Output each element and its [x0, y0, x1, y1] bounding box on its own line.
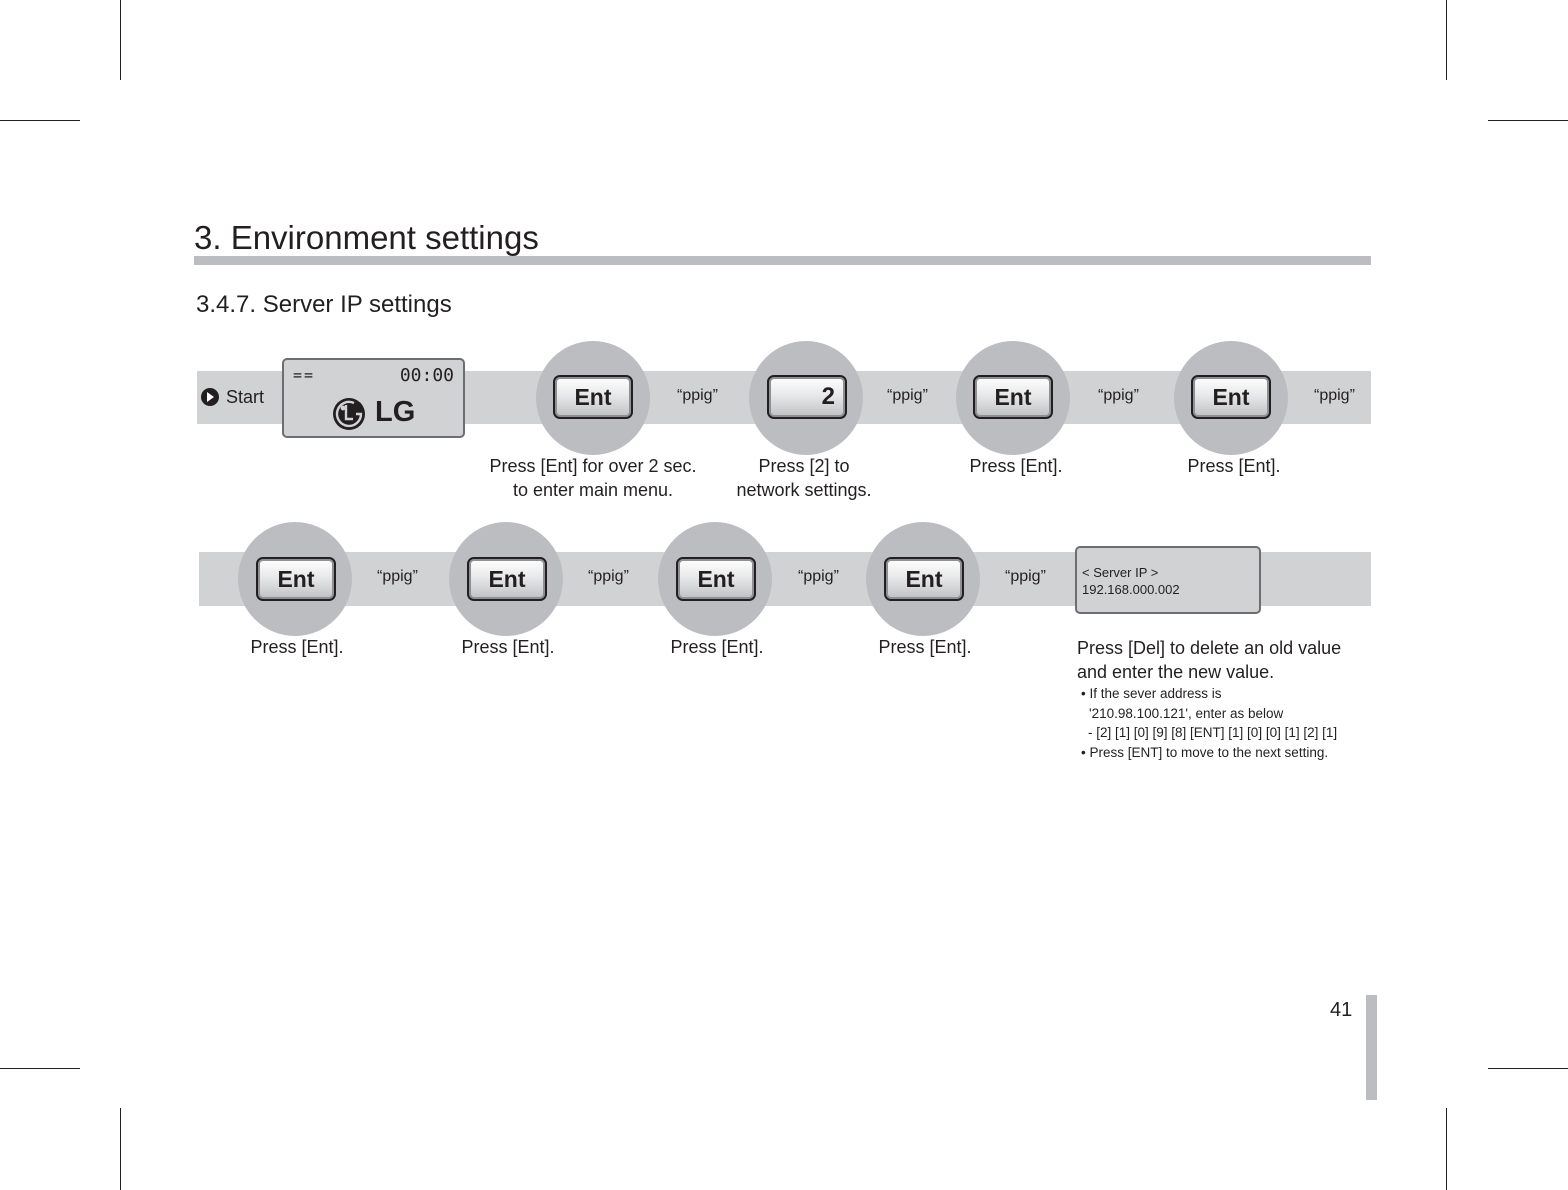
lcd-display-server-ip: < Server IP > 192.168.000.002	[1075, 546, 1261, 614]
arrow-circle-icon	[201, 388, 219, 406]
step-caption: Press [Ent].	[670, 637, 764, 657]
note-line: Press [Del] to delete an old value	[1077, 638, 1342, 658]
ent-key-button[interactable]: Ent	[553, 375, 633, 419]
crop-mark	[0, 1068, 80, 1069]
crop-mark	[1446, 0, 1447, 80]
lcd-time: 00:00	[399, 365, 454, 386]
lcd-line: < Server IP >	[1082, 565, 1159, 580]
beep-sound-label: “ppig”	[1005, 568, 1046, 585]
page-bar	[1366, 995, 1377, 1100]
ent-key-button[interactable]: Ent	[884, 557, 964, 601]
note-bullet: '210.98.100.121', enter as below	[1089, 705, 1284, 721]
instruction-note: Press [Del] to delete an old value and e…	[1077, 636, 1341, 762]
beep-sound-label: “ppig”	[887, 387, 928, 404]
section-title: 3. Environment settings	[194, 219, 539, 256]
beep-sound-label: “ppig”	[677, 387, 718, 404]
beep-sound-label: “ppig”	[1098, 387, 1139, 404]
lcd-display-start: == 00:00 LG	[282, 358, 465, 438]
note-bullet: • Press [ENT] to move to the next settin…	[1081, 744, 1329, 760]
step-caption: Press [Ent].	[250, 637, 344, 657]
subsection-title: 3.4.7. Server IP settings	[196, 291, 452, 318]
title-rule	[194, 256, 1371, 265]
step-caption: Press [Ent].	[969, 456, 1063, 476]
lcd-brand: LG	[375, 396, 416, 428]
ent-key-button[interactable]: Ent	[467, 557, 547, 601]
caption-line: to enter main menu.	[512, 480, 674, 500]
number-2-key-button[interactable]: 2	[767, 375, 847, 419]
crop-mark	[120, 1108, 121, 1190]
lg-logo-icon	[332, 397, 366, 431]
lcd-indicator: ==	[293, 366, 316, 384]
ent-key-button[interactable]: Ent	[1191, 375, 1271, 419]
caption-line: Press [2] to	[758, 456, 850, 476]
ent-key-button[interactable]: Ent	[973, 375, 1053, 419]
note-line: and enter the new value.	[1077, 662, 1275, 682]
beep-sound-label: “ppig”	[588, 568, 629, 585]
beep-sound-label: “ppig”	[798, 568, 839, 585]
step-caption: Press [2] to network settings.	[724, 454, 884, 502]
note-bullet: • If the sever address is	[1081, 686, 1222, 701]
note-bullet: - [2] [1] [0] [9] [8] [ENT] [1] [0] [0] …	[1088, 725, 1338, 740]
start-label: Start	[201, 385, 264, 409]
step-caption: Press [Ent].	[461, 637, 555, 657]
crop-mark	[1488, 1068, 1568, 1069]
step-caption: Press [Ent].	[1187, 456, 1281, 476]
start-text: Start	[226, 387, 265, 407]
crop-mark	[0, 120, 80, 121]
ent-key-button[interactable]: Ent	[256, 557, 336, 601]
crop-mark	[1446, 1108, 1447, 1190]
crop-mark	[1488, 120, 1568, 121]
crop-mark	[120, 0, 121, 80]
ent-key-button[interactable]: Ent	[676, 557, 756, 601]
caption-line: Press [Ent] for over 2 sec.	[489, 456, 697, 476]
step-caption: Press [Ent] for over 2 sec. to enter mai…	[480, 454, 706, 502]
beep-sound-label: “ppig”	[377, 568, 418, 585]
step-caption: Press [Ent].	[878, 637, 972, 657]
beep-sound-label: “ppig”	[1314, 387, 1355, 404]
caption-line: network settings.	[736, 480, 872, 500]
page-number: 41	[1330, 999, 1353, 1021]
lcd-line: 192.168.000.002	[1082, 582, 1180, 597]
